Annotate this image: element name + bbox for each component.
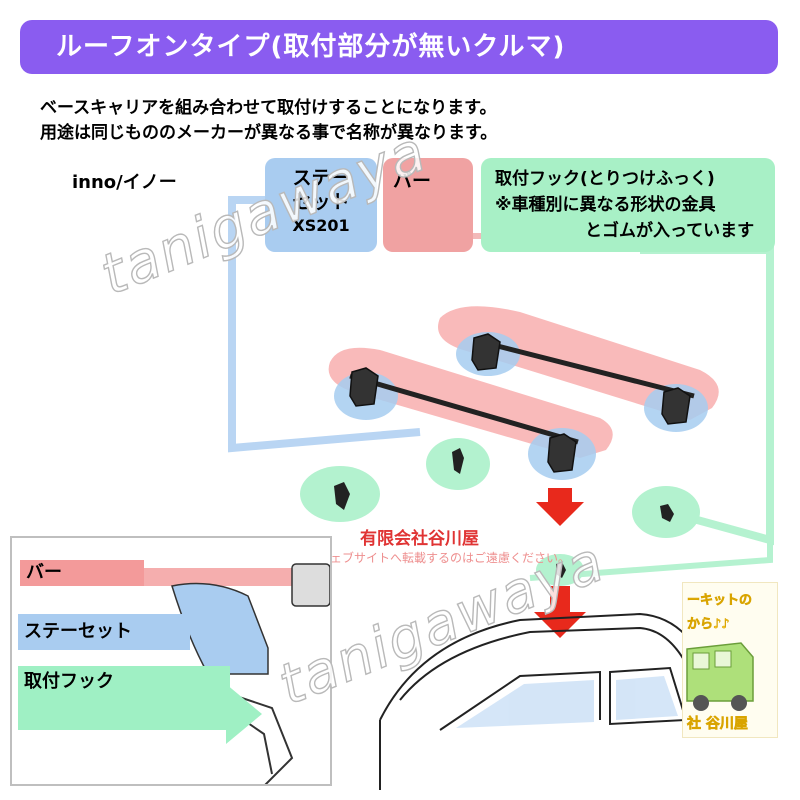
car-roof-outline <box>379 612 691 721</box>
rear-bar-highlight <box>438 306 719 420</box>
intro-text: ベースキャリアを組み合わせて取付けすることになります。 用途は同じもののメーカー… <box>40 96 497 146</box>
inset-bar-highlight <box>142 568 312 586</box>
stay-tag-line-1: ステー <box>292 167 350 189</box>
inset-bar-endcap <box>291 563 330 607</box>
side-banner-line-2: から♪♪ <box>687 617 730 633</box>
rear-crossbar <box>473 337 695 399</box>
bar-tag: バー <box>383 158 473 252</box>
car-window-1 <box>439 670 601 731</box>
car-window-glass-2 <box>616 676 678 720</box>
inset-hook-label: 取付フック <box>18 666 230 698</box>
mount-hook-2 <box>334 482 350 510</box>
intro-line-1: ベースキャリアを組み合わせて取付けすることになります。 <box>40 98 497 118</box>
stay-foot-4 <box>547 433 577 473</box>
down-arrow-1 <box>536 488 584 526</box>
hook-tag-note-2: とゴムが入っています <box>585 221 755 241</box>
shop-side-banner: ーキットの から♪♪ 社 谷川屋 <box>682 582 778 738</box>
car-roof-rail <box>399 626 685 701</box>
mounting-detail-inset: バー ステーセット 取付フック <box>10 536 332 786</box>
stay-set-tag: ステー セット XS201 <box>265 158 377 252</box>
hook-tag-title: 取付フック(とりつけふっく) <box>495 169 715 189</box>
inset-hook-arrow <box>18 684 262 744</box>
hook-tag-note-1: ※車種別に異なる形状の金具 <box>495 195 716 215</box>
hook-guide-line-2 <box>529 540 773 581</box>
inset-stay-label: ステーセット <box>18 614 190 650</box>
inset-bar-label: バー <box>20 560 144 586</box>
stay-model-number: XS201 <box>292 216 350 235</box>
mount-hook-3 <box>660 504 674 522</box>
down-arrow-2 <box>534 586 586 638</box>
front-crossbar <box>349 373 579 445</box>
brand-label: inno/イノー <box>72 172 177 193</box>
stay-foot-1 <box>471 333 501 371</box>
side-banner-line-1: ーキットの <box>687 593 753 609</box>
company-name: 有限会社谷川屋 <box>360 529 479 549</box>
stay-foot-2 <box>349 367 379 407</box>
green-van-icon <box>686 642 754 711</box>
mount-hook-4 <box>556 562 566 578</box>
page-title: ルーフオンタイプ(取付部分が無いクルマ) <box>20 20 778 74</box>
stay-tag-line-2: セット <box>292 191 350 213</box>
car-window-glass-1 <box>456 680 594 728</box>
intro-line-2: 用途は同じもののメーカーが異なる事で名称が異なります。 <box>40 123 498 143</box>
hook-tag: 取付フック(とりつけふっく) ※車種別に異なる形状の金具 とゴムが入っています <box>481 158 775 252</box>
mount-hook-1 <box>452 448 464 474</box>
stay-foot-3 <box>661 387 691 425</box>
side-banner-line-3: 社 谷川屋 <box>687 716 748 733</box>
